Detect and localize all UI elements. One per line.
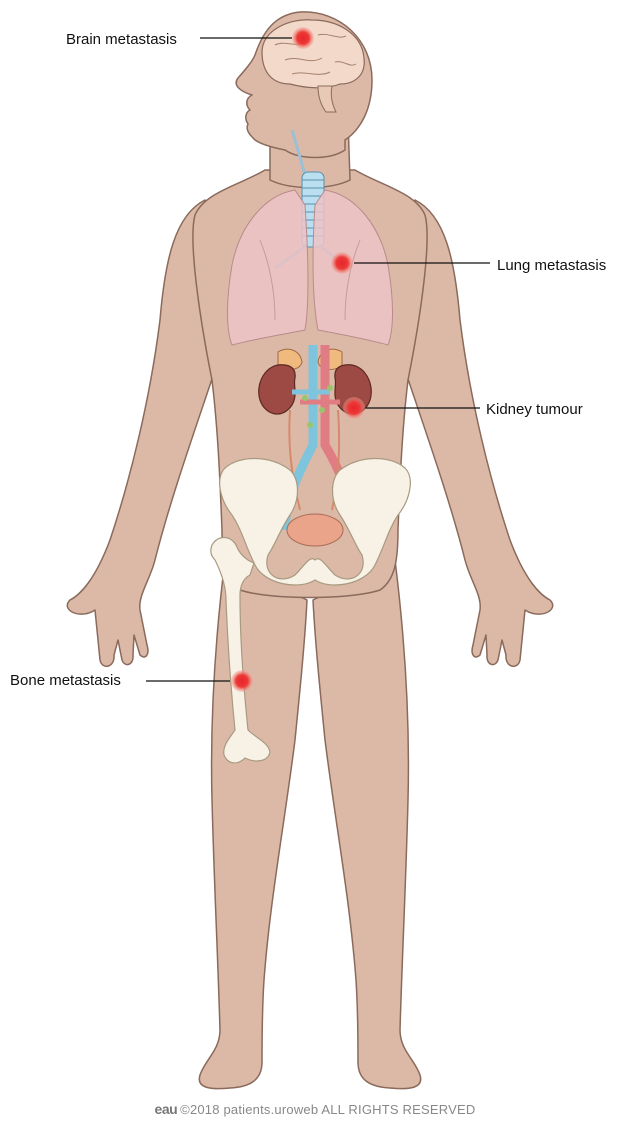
kidney-tumour-marker bbox=[343, 397, 365, 419]
lung-metastasis-label: Lung metastasis bbox=[497, 257, 606, 275]
kidney-tumour-label: Kidney tumour bbox=[486, 401, 583, 419]
copyright-text: ©2018 patients.uroweb ALL RIGHTS RESERVE… bbox=[180, 1102, 475, 1117]
right-leg bbox=[313, 560, 421, 1089]
bone-metastasis-marker bbox=[231, 670, 253, 692]
copyright-footer: eau©2018 patients.uroweb ALL RIGHTS RESE… bbox=[0, 1101, 630, 1117]
brain-metastasis-marker bbox=[292, 27, 314, 49]
brain-metastasis-label: Brain metastasis bbox=[66, 31, 177, 49]
left-arm bbox=[67, 200, 215, 666]
left-leg bbox=[199, 560, 307, 1089]
eau-logo: eau bbox=[155, 1101, 178, 1117]
lung-metastasis-marker bbox=[331, 252, 353, 274]
bladder bbox=[287, 514, 343, 546]
bone-metastasis-label: Bone metastasis bbox=[10, 672, 121, 690]
